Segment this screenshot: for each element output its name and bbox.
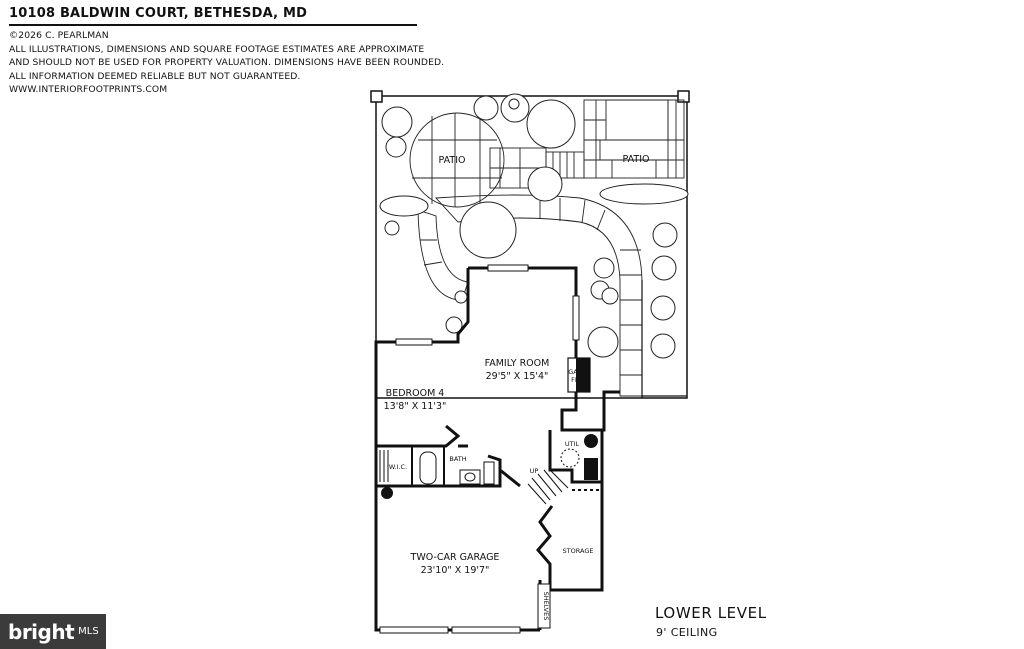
fp-label: FP	[571, 376, 579, 384]
deck-strip	[641, 280, 687, 398]
garage-dims: 23'10" X 19'7"	[421, 565, 490, 576]
patio-left-label: PATIO	[439, 155, 466, 166]
garage-shelves	[537, 583, 551, 629]
bath-fixtures	[379, 450, 495, 485]
staircase	[527, 448, 602, 505]
family-room-dims: 29'5" X 15'4"	[486, 371, 549, 382]
patio-right-label: PATIO	[623, 154, 650, 165]
util-label: UTIL	[565, 440, 580, 448]
room-labels: PATIO PATIO FAMILY ROOM 29'5" X 15'4" BE…	[384, 154, 650, 620]
utility-fixtures	[381, 434, 598, 499]
wic-label: W.I.C.	[389, 463, 407, 471]
bedroom-dims: 13'8" X 11'3"	[384, 401, 447, 412]
ceiling-height: 9' CEILING	[656, 626, 718, 639]
family-room-label: FAMILY ROOM	[485, 358, 550, 369]
address-title: 10108 BALDWIN COURT, BETHESDA, MD	[9, 6, 417, 26]
garage-label: TWO-CAR GARAGE	[410, 552, 500, 563]
patio-right-paving	[583, 99, 685, 179]
disclaimer-line-1: ALL ILLUSTRATIONS, DIMENSIONS AND SQUARE…	[9, 43, 425, 55]
patio-left-paving	[409, 112, 547, 208]
storage-label: STORAGE	[563, 547, 594, 555]
disclaimer-line-3: ALL INFORMATION DEEMED RELIABLE BUT NOT …	[9, 70, 301, 82]
copyright-line: ©2026 C. PEARLMAN	[9, 30, 109, 41]
shelves-label: SHELVES	[542, 592, 550, 621]
lot-boundary	[370, 90, 690, 399]
bath-label: BATH	[449, 455, 466, 463]
up-label: UP	[530, 467, 539, 475]
disclaimer-line-2: AND SHOULD NOT BE USED FOR PROPERTY VALU…	[9, 57, 445, 69]
bright-mls-watermark: bright MLS	[0, 614, 106, 649]
watermark-suffix: MLS	[78, 626, 99, 637]
house-walls	[374, 266, 620, 632]
website-link[interactable]: WWW.INTERIORFOOTPRINTS.COM	[9, 84, 168, 96]
level-title: LOWER LEVEL	[655, 604, 767, 622]
landscaping	[379, 93, 689, 359]
gas-fireplace: GAS FP	[567, 357, 591, 393]
bedroom-label: BEDROOM 4	[386, 388, 445, 399]
header: 10108 BALDWIN COURT, BETHESDA, MD ©2026 …	[9, 6, 445, 97]
gas-label: GAS	[568, 368, 582, 376]
watermark-brand: bright	[8, 619, 75, 644]
windows	[379, 264, 580, 634]
